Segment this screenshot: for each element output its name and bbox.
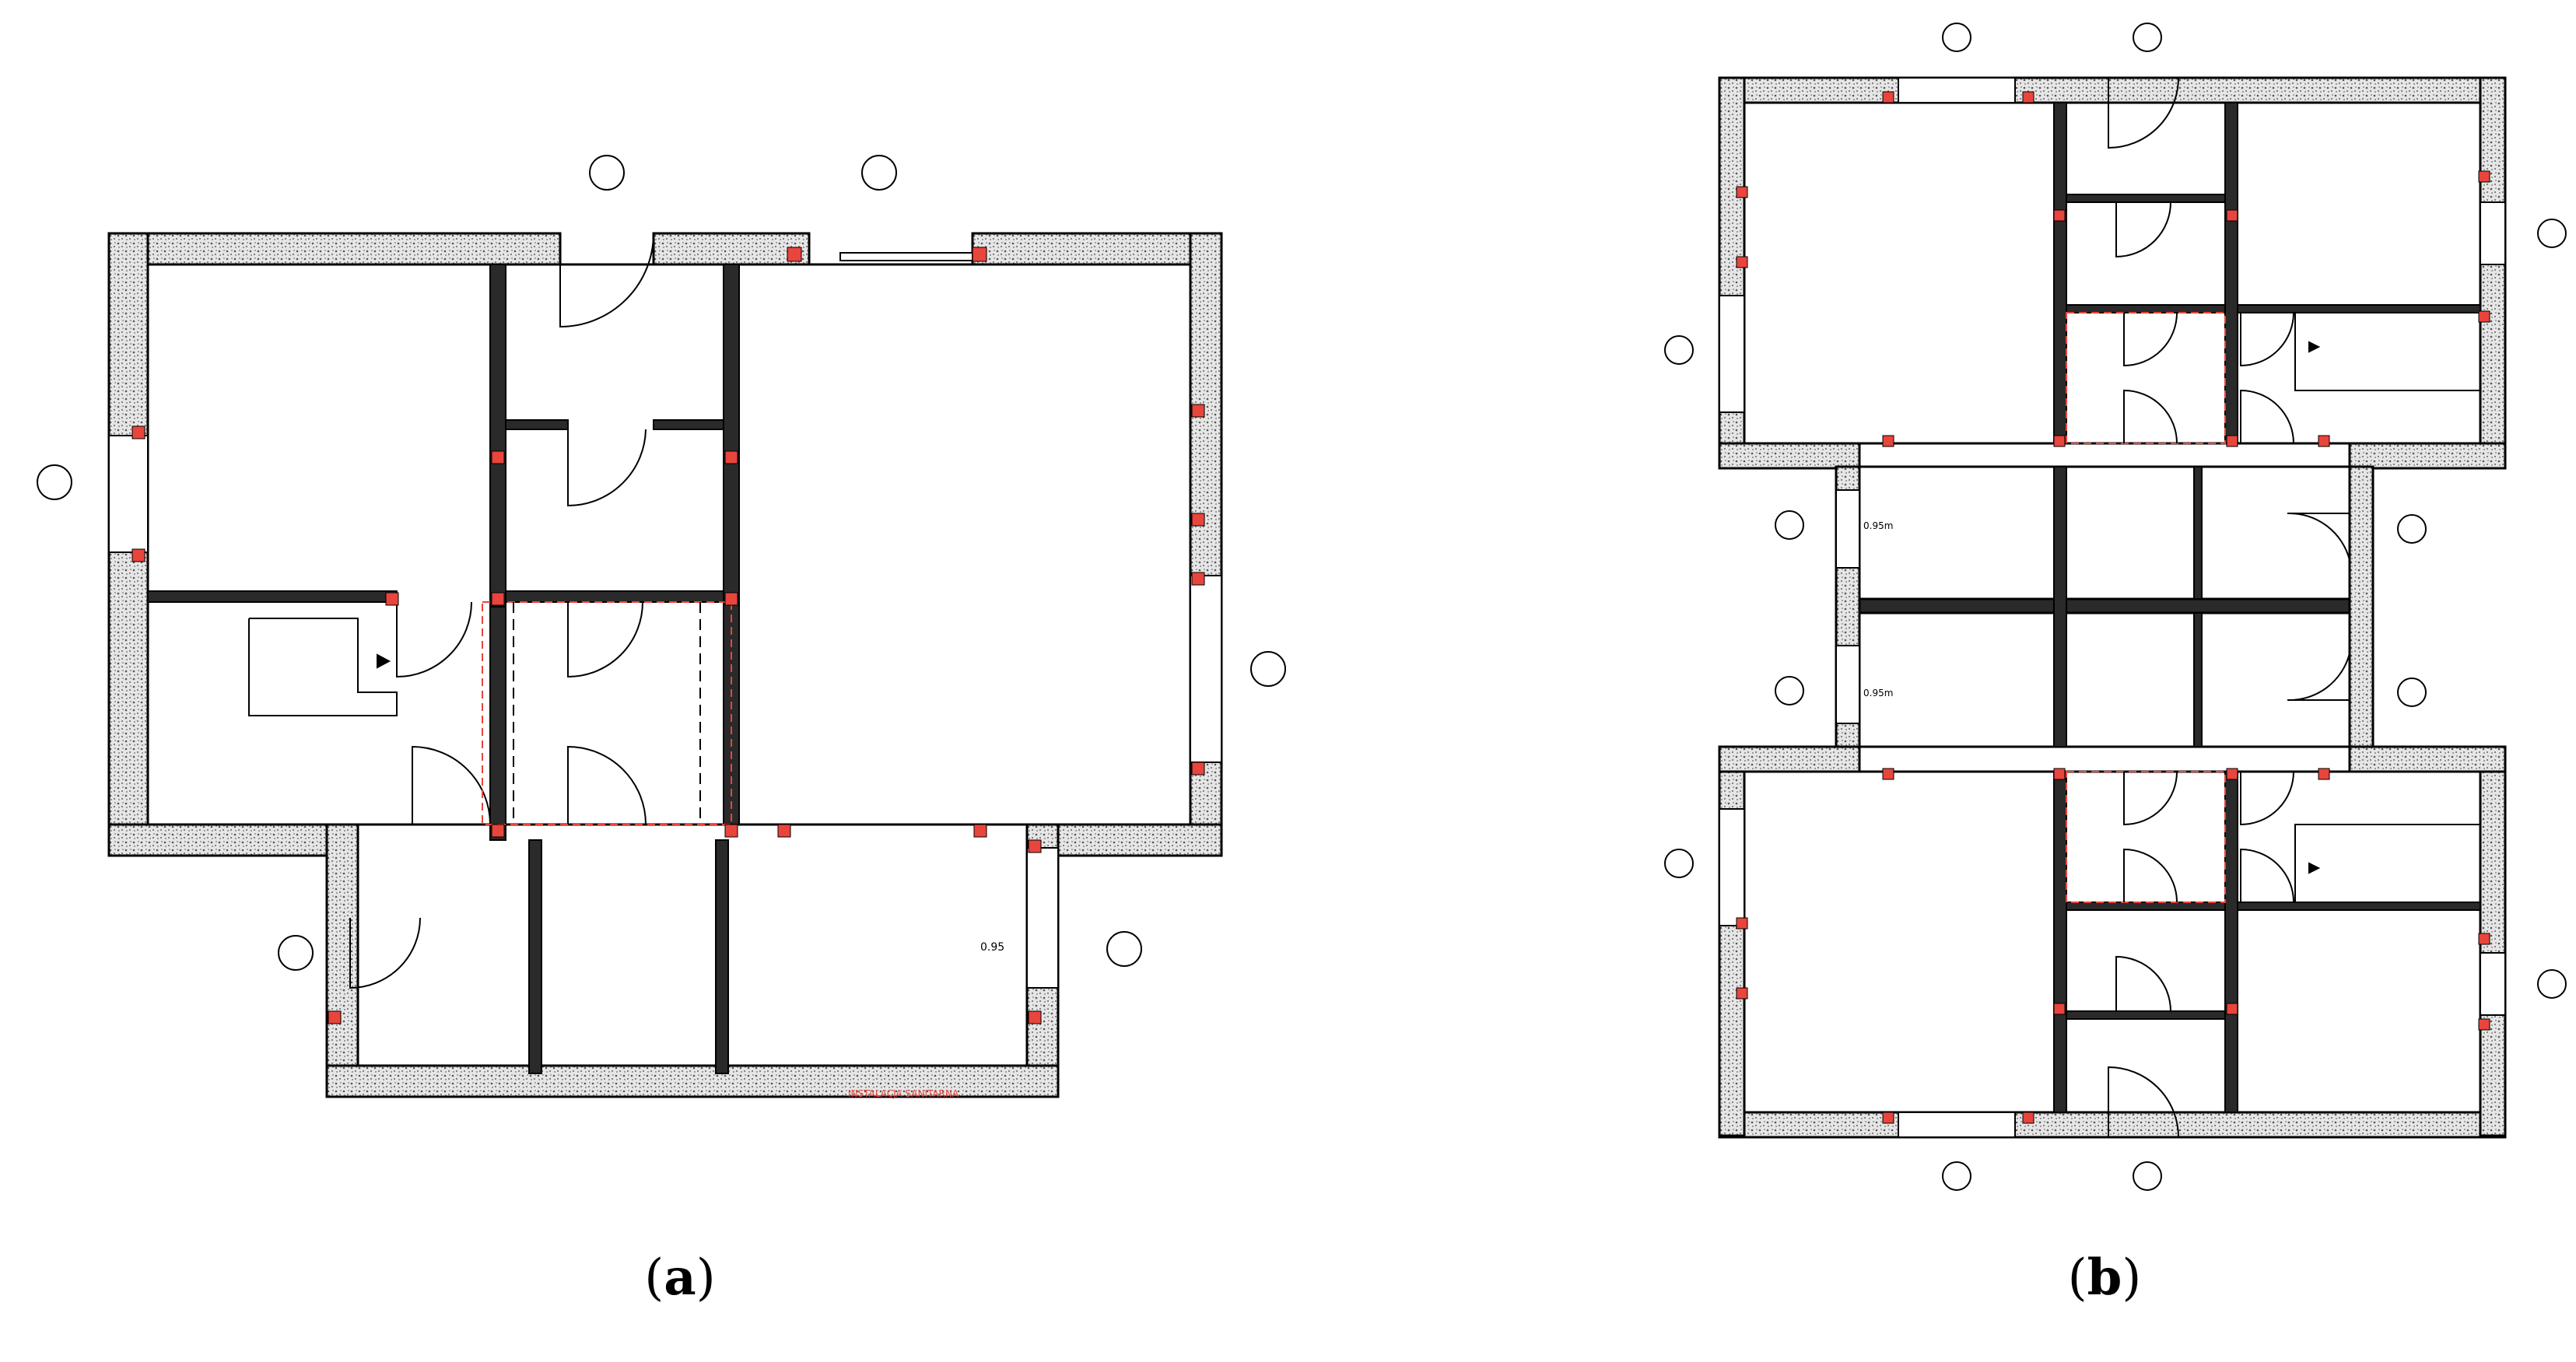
windows-a	[108, 252, 1222, 989]
red-zone-b-upper	[2066, 312, 2226, 444]
caption-panel-b: (b)	[2067, 1248, 2142, 1307]
connector-b	[1835, 465, 2374, 748]
exterior-walls-b-lower	[1718, 745, 2507, 1139]
windows-b	[1719, 77, 2506, 1138]
columns-b	[1736, 91, 2490, 1124]
stair-block-a	[248, 618, 398, 716]
interior-walls-a	[147, 264, 740, 1074]
columns-a	[131, 247, 1205, 1024]
exterior-walls-b-upper	[1718, 76, 2507, 470]
level-note-a-left: 0.95	[980, 941, 1004, 954]
sanitary-note-a: INSTALACJA SANITARNA	[848, 1088, 959, 1099]
caption-letter-b: b	[2087, 1248, 2122, 1307]
floor-plan-b: 0.95m 0.95m	[1664, 23, 2567, 1191]
caption-letter-a: a	[664, 1248, 696, 1307]
level-note-b-top: 0.95m	[1863, 520, 1893, 531]
red-zone-b-lower	[2066, 771, 2226, 903]
tag-group-a	[37, 155, 1286, 971]
fixtures-b	[2294, 312, 2481, 903]
doors-b	[2108, 77, 2350, 1138]
tag-group-b	[1664, 23, 2567, 1191]
floor-plan-a: 0.95 INSTALACJA SANITARNA	[37, 155, 1286, 1099]
doors-a	[349, 233, 654, 989]
level-note-b-bottom: 0.95m	[1863, 688, 1893, 699]
caption-panel-a: (a)	[644, 1248, 716, 1307]
red-zone-a	[482, 601, 732, 825]
